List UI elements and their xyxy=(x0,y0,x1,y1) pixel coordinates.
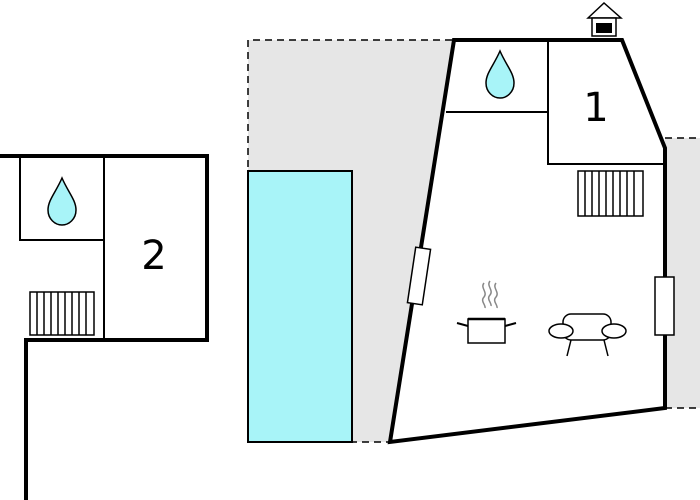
water-drop-icon xyxy=(47,176,77,226)
radiator-icon xyxy=(577,170,644,217)
water-drop-icon xyxy=(485,49,515,99)
bathroom-2 xyxy=(19,155,105,241)
room-2-label: 2 xyxy=(141,233,166,279)
radiator-icon xyxy=(29,291,95,336)
left-building-outer-wall xyxy=(0,154,209,500)
terrace-right-area xyxy=(665,138,700,408)
room-1-label: 1 xyxy=(583,85,608,131)
terrace xyxy=(247,39,700,443)
chimney-icon xyxy=(586,1,623,37)
sofa-icon xyxy=(548,313,627,357)
window-icon xyxy=(654,276,675,336)
room-1-wall xyxy=(547,112,665,165)
main-building: 1 xyxy=(387,1,675,445)
cooking-pot-icon xyxy=(456,280,517,344)
window-icon xyxy=(406,246,432,306)
left-building: 2 xyxy=(0,154,209,500)
pool-icon xyxy=(247,170,353,443)
